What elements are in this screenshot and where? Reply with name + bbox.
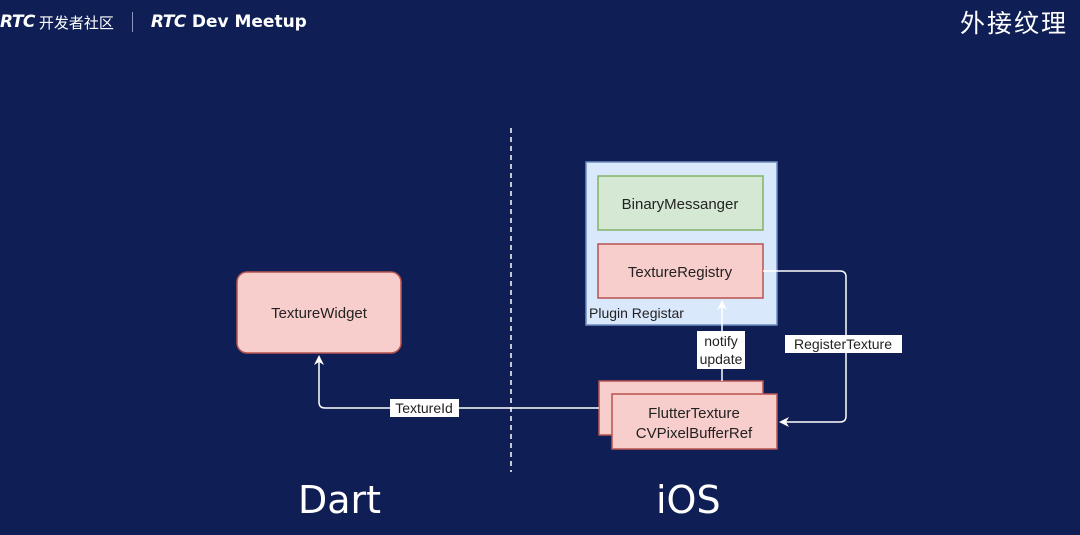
flutter-texture-box xyxy=(611,393,778,450)
texture-widget-box xyxy=(236,271,402,354)
meetup-label: Dev Meetup xyxy=(191,12,307,32)
texture-registry-label: TextureRegistry xyxy=(628,264,733,281)
dart-label: Dart xyxy=(298,478,382,522)
texture-id-arrow xyxy=(314,355,599,409)
cv-pixel-buffer-label: CVPixelBufferRef xyxy=(636,425,753,442)
header-divider xyxy=(131,12,133,32)
update-label: update xyxy=(700,351,743,367)
register-texture-label: RegisterTexture xyxy=(794,336,892,352)
flutter-texture-label: FlutterTexture xyxy=(648,405,740,422)
binary-messenger-label: BinaryMessanger xyxy=(622,196,739,213)
plugin-registar-label: Plugin Registar xyxy=(589,305,684,321)
notify-update-label-bg xyxy=(697,331,745,369)
texture-widget-label: TextureWidget xyxy=(271,305,368,322)
texture-id-label-bg xyxy=(390,399,459,417)
rtc-logo: RTC xyxy=(0,12,35,32)
binary-messenger-box xyxy=(597,175,764,231)
rtc-logo-secondary: RTC xyxy=(150,12,186,32)
texture-id-label: TextureId xyxy=(395,400,453,416)
register-texture-label-bg xyxy=(785,335,902,353)
header-branding: RTC 开发者社区 RTC Dev Meetup xyxy=(0,8,307,36)
slide-title: 外接纹理 xyxy=(959,9,1068,38)
notify-label: notify xyxy=(704,333,737,349)
community-label: 开发者社区 xyxy=(38,13,114,32)
ios-label: iOS xyxy=(656,478,721,522)
